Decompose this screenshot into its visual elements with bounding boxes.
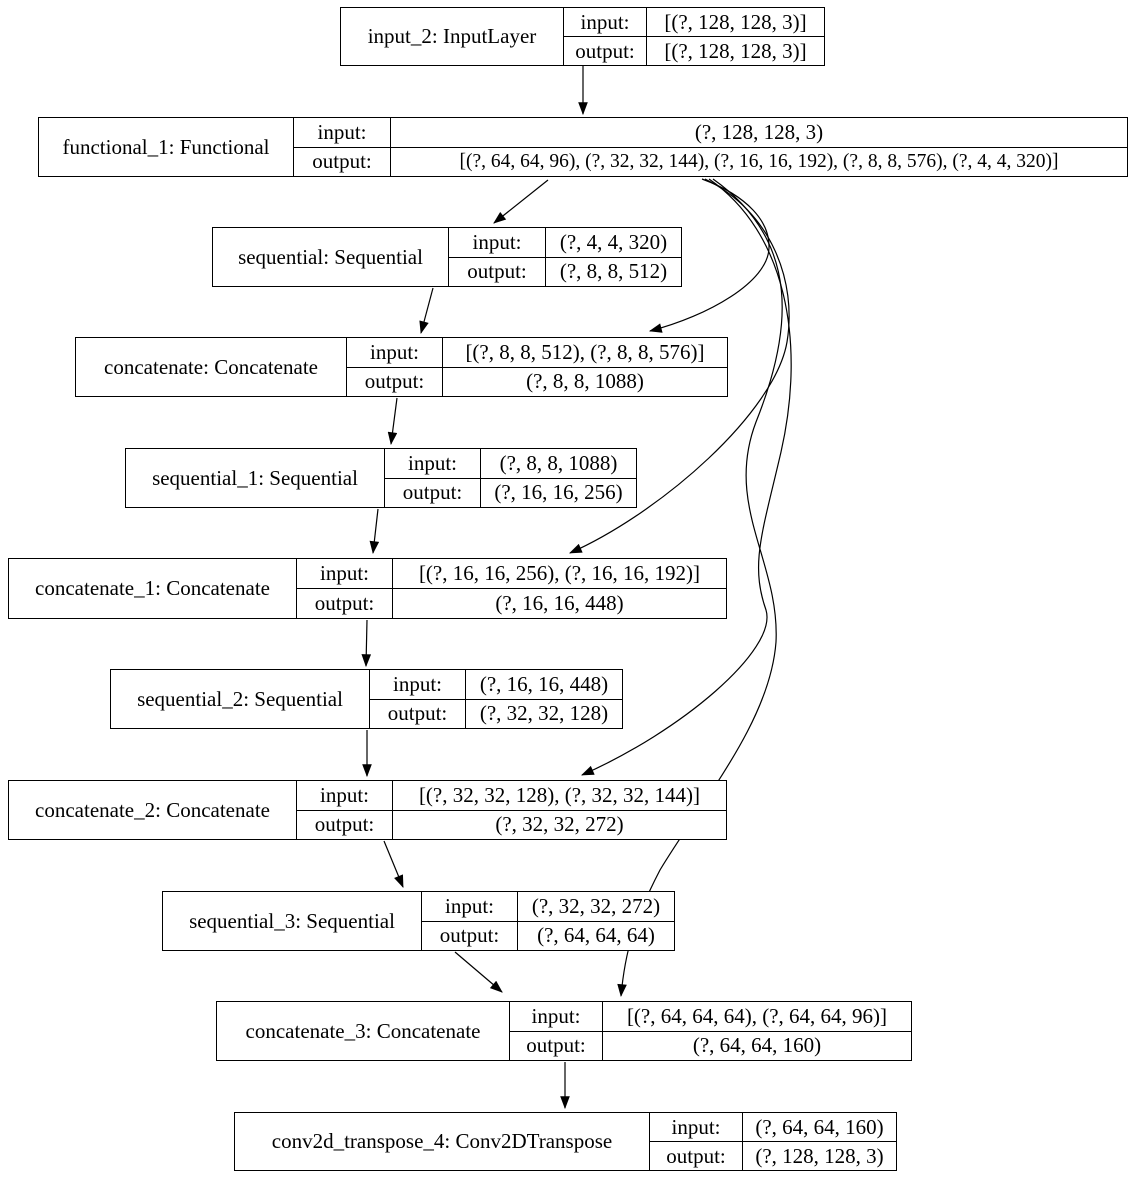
io-value-input: (?, 16, 16, 448) — [466, 670, 622, 700]
io-key-output: output: — [314, 812, 375, 837]
io-key-output: output: — [364, 369, 425, 394]
io-key-output: output: — [402, 480, 463, 505]
io-value-output: (?, 16, 16, 256) — [494, 480, 623, 505]
edge-sequential_1-concatenate_1 — [369, 508, 380, 555]
io-key-input: input: — [510, 1002, 602, 1032]
io-key-input: input: — [347, 338, 442, 368]
edge-concatenate-sequential_1 — [387, 397, 398, 446]
edge-sequential_3-concatenate_3 — [454, 951, 503, 993]
node-sequential_3: sequential_3: Sequential input: output: … — [162, 891, 675, 951]
io-key-input: input: — [385, 449, 480, 479]
node-sequential: sequential: Sequential input: output: (?… — [212, 227, 682, 287]
node-concatenate_3: concatenate_3: Concatenate input: output… — [216, 1001, 912, 1061]
node-label: concatenate: Concatenate — [76, 338, 347, 396]
io-value-input: (?, 4, 4, 320) — [546, 228, 681, 258]
io-value-input: [(?, 128, 128, 3)] — [647, 8, 824, 37]
io-key-output: output: — [314, 591, 375, 615]
io-value-output: (?, 8, 8, 512) — [559, 259, 668, 284]
node-label: input_2: InputLayer — [341, 8, 564, 65]
io-key-output: output: — [312, 149, 372, 174]
node-label: sequential_2: Sequential — [111, 670, 370, 728]
node-concatenate_1: concatenate_1: Concatenate input: output… — [8, 558, 727, 619]
io-key-input: input: — [449, 228, 545, 258]
io-value-input: (?, 128, 128, 3) — [391, 118, 1127, 148]
io-value-output: (?, 32, 32, 128) — [479, 701, 609, 726]
io-value-output: (?, 128, 128, 3) — [755, 1143, 884, 1168]
node-label: concatenate_2: Concatenate — [9, 781, 297, 839]
node-label: concatenate_1: Concatenate — [9, 559, 297, 618]
io-key-input: input: — [564, 8, 646, 37]
io-value-input: (?, 8, 8, 1088) — [481, 449, 636, 479]
io-value-output: [(?, 64, 64, 96), (?, 32, 32, 144), (?, … — [459, 150, 1059, 172]
io-key-input: input: — [650, 1113, 742, 1142]
io-value-output: (?, 16, 16, 448) — [495, 591, 624, 615]
node-functional_1: functional_1: Functional input: output: … — [38, 117, 1128, 177]
node-concatenate: concatenate: Concatenate input: output: … — [75, 337, 728, 397]
node-sequential_2: sequential_2: Sequential input: output: … — [110, 669, 623, 729]
io-key-input: input: — [297, 559, 392, 589]
io-value-output: (?, 8, 8, 1088) — [526, 369, 644, 394]
io-key-input: input: — [422, 892, 517, 922]
node-conv2d_transpose_4: conv2d_transpose_4: Conv2DTranspose inpu… — [234, 1112, 897, 1171]
io-value-input: (?, 64, 64, 160) — [743, 1113, 896, 1142]
io-value-input: (?, 32, 32, 272) — [518, 892, 674, 922]
io-value-output: (?, 64, 64, 160) — [692, 1033, 822, 1058]
io-key-output: output: — [387, 701, 448, 726]
node-sequential_1: sequential_1: Sequential input: output: … — [125, 448, 637, 508]
io-value-input: [(?, 8, 8, 512), (?, 8, 8, 576)] — [443, 338, 727, 368]
io-key-output: output: — [467, 259, 527, 284]
io-key-output: output: — [575, 38, 635, 63]
io-key-output: output: — [526, 1033, 586, 1058]
node-label: functional_1: Functional — [39, 118, 294, 176]
edge-concatenate_1-sequential_2 — [361, 619, 372, 668]
node-label: conv2d_transpose_4: Conv2DTranspose — [235, 1113, 650, 1170]
edge-sequential-concatenate — [419, 287, 434, 335]
io-key-output: output: — [666, 1143, 726, 1168]
io-value-output: (?, 64, 64, 64) — [537, 923, 655, 948]
node-input_2: input_2: InputLayer input: output: [(?, … — [340, 7, 825, 66]
edge-functional_1-sequential — [493, 179, 549, 224]
io-value-output: [(?, 128, 128, 3)] — [664, 38, 807, 63]
io-key-input: input: — [370, 670, 465, 700]
io-value-input: [(?, 16, 16, 256), (?, 16, 16, 192)] — [393, 559, 726, 589]
io-value-input: [(?, 64, 64, 64), (?, 64, 64, 96)] — [603, 1002, 911, 1032]
io-key-input: input: — [297, 781, 392, 811]
node-label: concatenate_3: Concatenate — [217, 1002, 510, 1060]
node-concatenate_2: concatenate_2: Concatenate input: output… — [8, 780, 727, 840]
io-key-output: output: — [439, 923, 500, 948]
edge-concatenate_2-sequential_3 — [383, 840, 404, 888]
node-label: sequential_1: Sequential — [126, 449, 385, 507]
io-value-output: (?, 32, 32, 272) — [495, 812, 624, 837]
io-value-input: [(?, 32, 32, 128), (?, 32, 32, 144)] — [393, 781, 726, 811]
node-label: sequential_3: Sequential — [163, 892, 422, 950]
node-label: sequential: Sequential — [213, 228, 449, 286]
io-key-input: input: — [294, 118, 390, 148]
